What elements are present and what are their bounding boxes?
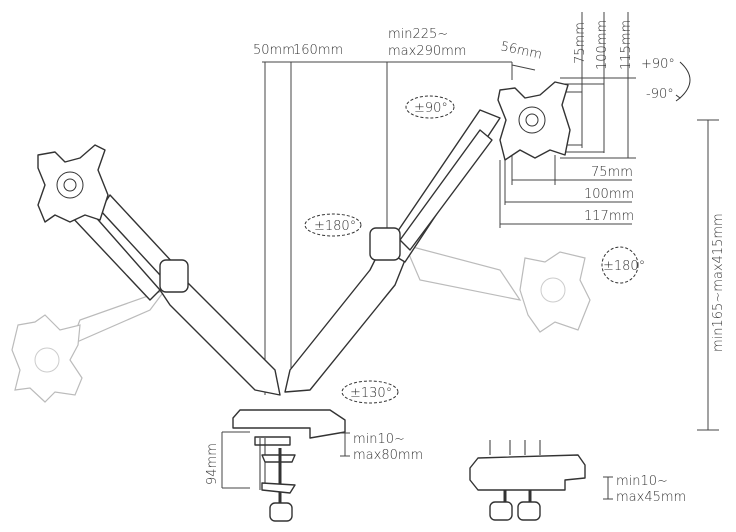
swivel-head-label: ±90° [414,101,448,116]
rotation-arm-right: ±180° [601,246,645,284]
dim-vesa-v-75: 75mm [573,22,588,64]
height-dimension-line [697,119,719,431]
grommet-range-dim [603,476,613,500]
tilt-up-label: +90° [641,57,675,72]
base-swivel-label: ±130° [350,386,392,401]
ghost-right-monitor-position [403,244,591,333]
rotation-head: ±90° [405,95,455,119]
left-monitor-plate [37,144,109,223]
dim-vesa-h-75: 75mm [591,165,633,180]
clamp-base [232,409,346,522]
top-dimension-lines [262,61,536,395]
dim-50mm: 50mm [253,43,295,58]
clamp-range-min: min10~ [353,432,405,447]
dim-reach-max: max290mm [388,44,466,59]
rotation-base: ±130° [341,380,399,404]
dim-vesa-h-117: 117mm [584,209,634,224]
dim-vesa-v-115: 115mm [619,20,634,70]
right-monitor-plate [497,81,571,161]
clamp-height-dim [221,431,350,489]
left-arm [69,194,281,396]
grommet-range-min: min10~ [616,474,668,489]
dim-94mm: 94mm [205,443,220,485]
vesa-horizontal-lines [499,155,632,228]
rotation-arm-left: ±180° [304,213,362,237]
clamp-range-max: max80mm [353,448,423,463]
dim-160mm: 160mm [293,43,343,58]
dim-vesa-v-100: 100mm [595,20,610,70]
dim-vesa-h-100: 100mm [584,187,634,202]
grommet-base [469,440,586,521]
dim-reach-min: min225~ [388,27,448,42]
tilt-arrow-icon [679,61,691,99]
right-arm [284,109,501,393]
tilt-down-label: -90° [646,87,674,102]
arm-swivel-left-label: ±180° [314,219,356,234]
grommet-range-max: max45mm [616,490,686,505]
arm-swivel-right-label: ±180° [603,259,645,274]
ghost-left-monitor-position [11,288,167,403]
dim-56mm: 56mm [499,39,543,62]
dim-height-range: min165~max415mm [711,213,726,352]
